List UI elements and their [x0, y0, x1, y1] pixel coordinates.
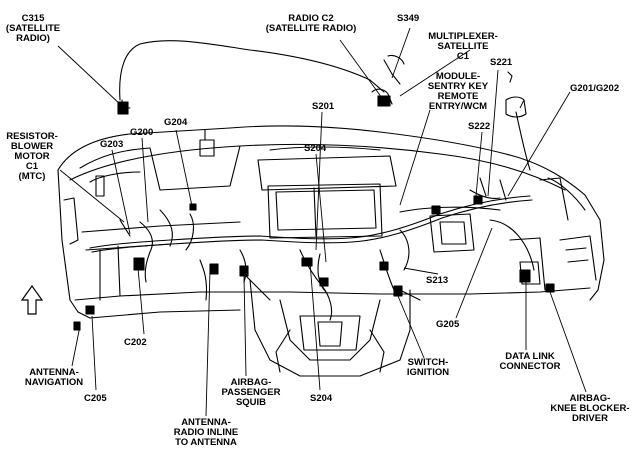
label-radio-c2: RADIO C2 (SATELLITE RADIO) — [265, 13, 357, 34]
label-antenna-navigation: ANTENNA- NAVIGATION — [24, 367, 84, 388]
label-multiplexer-satellite: MULTIPLEXER- SATELLITE C1 — [428, 31, 498, 62]
label-resistor-blower-motor: RESISTOR- BLOWER MOTOR C1 (MTC) — [6, 131, 58, 182]
label-s222: S222 — [468, 121, 491, 132]
label-g200: G200 — [130, 127, 154, 138]
label-c202: C202 — [124, 337, 147, 348]
main-harness — [89, 195, 531, 249]
label-airbag-knee-blocker-driver: AIRBAG- KNEE BLOCKER- DRIVER — [550, 393, 630, 424]
label-s221: S221 — [490, 57, 513, 68]
label-g204: G204 — [164, 117, 188, 128]
panel-upper-ridge — [69, 143, 566, 191]
label-s204-lower: S204 — [310, 393, 333, 404]
panel-right-end — [584, 194, 605, 301]
label-antenna-radio-inline: ANTENNA- RADIO INLINE TO ANTENNA — [173, 417, 239, 448]
satellite-cable — [119, 40, 385, 101]
panel-lower-edge — [74, 287, 591, 301]
label-s213: S213 — [426, 275, 449, 286]
label-airbag-passenger-squib: AIRBAG- PASSENGER SQUIB — [221, 377, 281, 408]
label-data-link-connector: DATA LINK CONNECTOR — [499, 351, 561, 372]
label-module-sentry-key: MODULE- SENTRY KEY REMOTE ENTRY/WCM — [427, 71, 489, 112]
label-g201-g202: G201/G202 — [570, 83, 620, 94]
label-s201: S201 — [312, 101, 335, 112]
center-stack — [267, 183, 383, 239]
label-s204-upper: S204 — [304, 143, 327, 154]
label-switch-ignition: SWITCH- IGNITION — [406, 357, 450, 378]
orientation-arrow-icon — [20, 284, 44, 315]
leader-lines — [57, 27, 587, 417]
label-g205: G205 — [436, 319, 460, 330]
panel-top-edge — [57, 125, 586, 196]
panel-left-end — [57, 169, 91, 319]
label-c315: C315 (SATELLITE RADIO) — [5, 13, 61, 44]
label-g203: G203 — [100, 139, 124, 150]
label-s349: S349 — [397, 13, 420, 24]
label-c205: C205 — [84, 393, 107, 404]
